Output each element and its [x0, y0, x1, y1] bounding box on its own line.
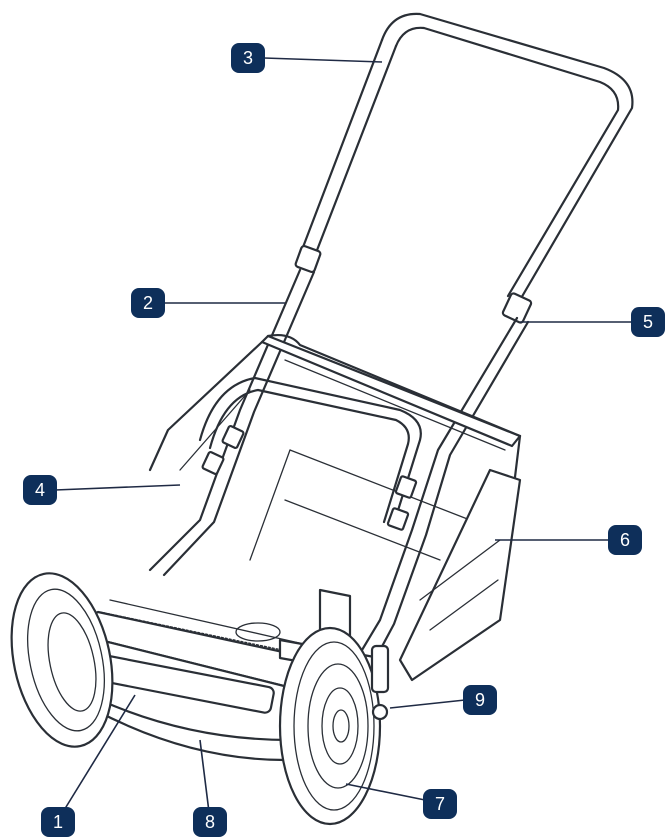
callout-5: 5 [631, 307, 665, 337]
callout-6-label: 6 [620, 530, 630, 550]
callout-4: 4 [23, 475, 57, 505]
handle-clamps-lower [201, 425, 418, 531]
height-adjustment-knob [370, 644, 390, 721]
callout-7: 7 [423, 789, 457, 819]
callout-8: 8 [193, 807, 227, 837]
callout-9-label: 9 [475, 690, 485, 710]
handle-clamp-right-upper [501, 292, 533, 324]
callout-9: 9 [463, 685, 497, 715]
leader-lines [54, 57, 638, 821]
left-wheel [10, 572, 114, 748]
callout-7-label: 7 [435, 794, 445, 814]
callout-8-label: 8 [205, 812, 215, 832]
callout-2: 2 [131, 288, 165, 318]
callout-2-label: 2 [143, 293, 153, 313]
callout-1: 1 [41, 807, 75, 837]
callout-3: 3 [231, 43, 265, 73]
callout-3-label: 3 [243, 48, 253, 68]
handle-upper [298, 12, 634, 302]
grass-catcher [148, 333, 522, 682]
callout-4-label: 4 [35, 480, 45, 500]
callout-5-label: 5 [643, 312, 653, 332]
callout-6: 6 [608, 525, 642, 555]
callout-1-label: 1 [53, 812, 63, 832]
handle-clamp-left-upper [294, 244, 322, 274]
right-wheel [278, 626, 382, 826]
